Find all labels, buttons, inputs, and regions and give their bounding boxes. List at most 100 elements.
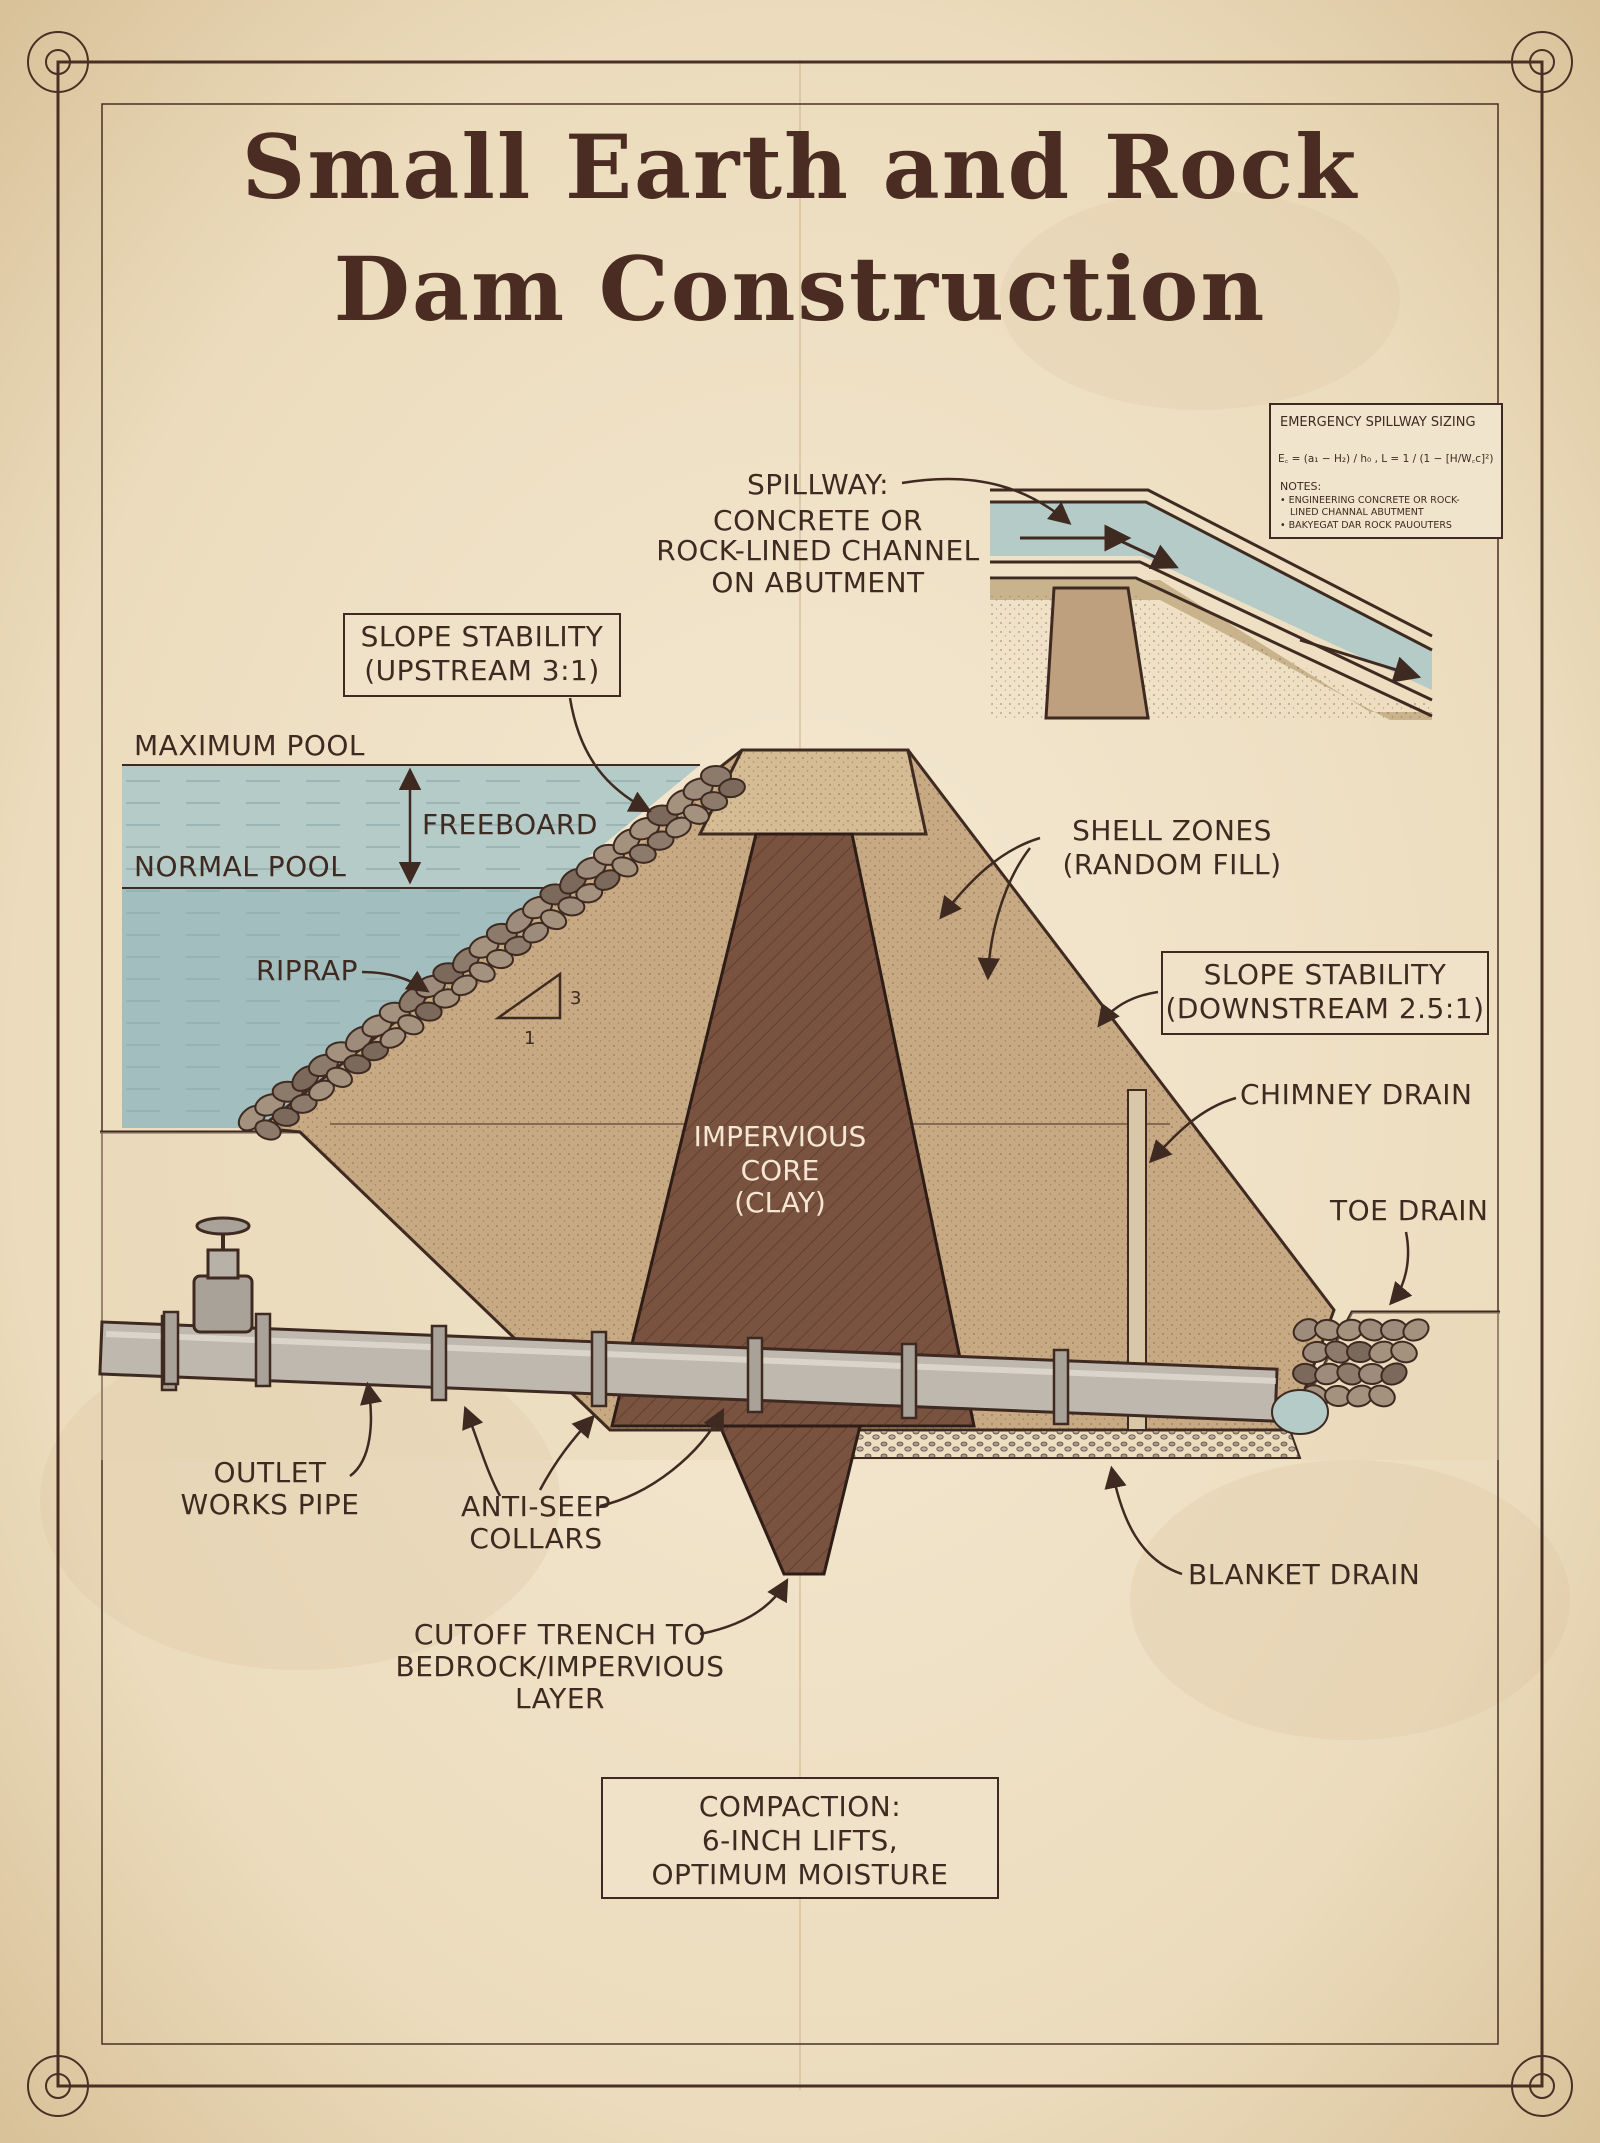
rock	[343, 1054, 372, 1075]
label-spillway-line3: ROCK-LINED CHANNEL	[656, 534, 979, 567]
label-outlet-line2: WORKS PIPE	[181, 1488, 360, 1521]
title-line-2: Dam Construction	[334, 237, 1267, 341]
anti-seep-collar	[1052, 1348, 1070, 1426]
spillway-sizing-notes-heading: NOTES:	[1280, 480, 1321, 493]
rock	[325, 1066, 353, 1088]
label-riprap: RIPRAP	[256, 954, 430, 993]
rock	[557, 896, 586, 917]
rock	[1368, 1384, 1396, 1408]
paper-stain	[40, 1330, 560, 1670]
label-normal-pool: NORMAL POOL	[134, 850, 346, 883]
label-spillway-line2: CONCRETE OR	[713, 504, 923, 537]
anti-seep-collar	[430, 1324, 448, 1402]
riprap-stones	[237, 765, 746, 1141]
outer-border	[56, 60, 1544, 2088]
rock	[575, 883, 604, 904]
spillway-inset	[990, 488, 1433, 720]
rock	[503, 935, 532, 956]
rock	[1380, 1362, 1408, 1386]
ratio-run: 1	[524, 1028, 535, 1049]
label-anti-seep-collars: ANTI-SEEP COLLARS	[461, 1405, 725, 1555]
rock	[611, 856, 639, 878]
anti-seep-collar	[746, 1336, 764, 1414]
label-outlet-pipe: OUTLET WORKS PIPE	[181, 1381, 383, 1521]
spillway-sizing-heading: EMERGENCY SPILLWAY SIZING	[1280, 415, 1476, 430]
label-cutoff-trench: CUTOFF TRENCH TO BEDROCK/IMPERVIOUS LAYE…	[396, 1578, 789, 1715]
anti-seep-collars	[160, 1314, 1070, 1426]
anti-seep-collar	[590, 1330, 608, 1408]
label-slope-upstream-line1: SLOPE STABILITY	[361, 620, 604, 653]
label-spillway: SPILLWAY: CONCRETE OR ROCK-LINED CHANNEL…	[656, 468, 1072, 599]
label-spillway-line1: SPILLWAY:	[747, 468, 889, 501]
label-slope-upstream-line2: (UPSTREAM 3:1)	[364, 654, 600, 687]
label-slope-downstream-line2: (DOWNSTREAM 2.5:1)	[1165, 992, 1484, 1025]
label-blanket-drain-text: BLANKET DRAIN	[1188, 1558, 1420, 1591]
label-anti-seep-line1: ANTI-SEEP	[461, 1490, 611, 1523]
label-slope-downstream-line1: SLOPE STABILITY	[1204, 958, 1447, 991]
rock	[271, 1106, 300, 1127]
rock	[646, 830, 675, 851]
label-impervious-core: IMPERVIOUS CORE (CLAY)	[694, 1120, 867, 1219]
valve	[162, 1216, 272, 1388]
label-maximum-pool: MAXIMUM POOL	[134, 729, 365, 762]
label-blanket-drain: BLANKET DRAIN	[1104, 1465, 1420, 1591]
ratio-rise: 3	[570, 988, 581, 1009]
paper-stain	[1130, 1460, 1570, 1740]
rock	[539, 908, 568, 931]
outlet-discharge	[1271, 1389, 1329, 1435]
label-shell-zones-line2: (RANDOM FILL)	[1063, 848, 1282, 881]
spillway-sizing-box: EMERGENCY SPILLWAY SIZING E꜀ = (a₁ − H₂)…	[1269, 403, 1503, 539]
rock	[414, 1001, 443, 1022]
spillway-sizing-note-1b: LINED CHANNAL ABUTMENT	[1290, 507, 1424, 518]
spillway-sizing-note-2: • BAKYEGAT DAR ROCK PAUOUTERS	[1280, 520, 1452, 531]
label-slope-upstream: SLOPE STABILITY (UPSTREAM 3:1)	[343, 613, 652, 813]
label-core-line2: CORE	[741, 1154, 820, 1187]
label-compaction-line3: OPTIMUM MOISTURE	[652, 1858, 949, 1891]
spillway-sizing-formula: E꜀ = (a₁ − H₂) / h₀ , L = 1 / (1 − [H/W꜀…	[1278, 453, 1493, 465]
rock	[254, 1119, 282, 1141]
label-spillway-line4: ON ABUTMENT	[711, 566, 925, 599]
label-toe-drain: TOE DRAIN	[1329, 1194, 1488, 1306]
label-chimney-drain-text: CHIMNEY DRAIN	[1240, 1078, 1472, 1111]
rock	[628, 843, 657, 864]
rock	[1390, 1340, 1418, 1364]
reservoir	[122, 764, 700, 1128]
label-riprap-text: RIPRAP	[256, 954, 358, 987]
spillway-sizing-note-1a: • ENGINEERING CONCRETE OR ROCK-	[1280, 495, 1460, 506]
label-core-line1: IMPERVIOUS	[694, 1120, 867, 1153]
anti-seep-collar	[900, 1342, 918, 1420]
label-shell-zones: SHELL ZONES (RANDOM FILL)	[939, 814, 1282, 981]
label-shell-zones-line1: SHELL ZONES	[1072, 814, 1272, 847]
label-freeboard: FREEBOARD	[422, 808, 598, 841]
label-chimney-drain: CHIMNEY DRAIN	[1148, 1078, 1472, 1164]
rock	[468, 961, 496, 983]
label-anti-seep-line2: COLLARS	[469, 1522, 602, 1555]
inner-border	[101, 103, 1499, 2045]
slope-ratio-triangle: 3 1	[494, 971, 581, 1049]
rock	[397, 1014, 425, 1036]
title-line-1: Small Earth and Rock	[242, 115, 1358, 219]
paper-stain	[1000, 190, 1400, 410]
outlet-works-pipe	[98, 1320, 1279, 1423]
label-cutoff-line1: CUTOFF TRENCH TO	[414, 1618, 706, 1651]
label-core-line3: (CLAY)	[734, 1186, 826, 1219]
blanket-drain	[833, 1429, 1302, 1459]
compaction-box: COMPACTION: 6-INCH LIFTS, OPTIMUM MOISTU…	[601, 1777, 999, 1899]
corner-ornaments	[27, 31, 1573, 2117]
rock	[682, 803, 710, 825]
rock	[718, 777, 746, 799]
label-cutoff-line3: LAYER	[515, 1682, 605, 1715]
rock	[432, 988, 461, 1009]
label-slope-downstream: SLOPE STABILITY (DOWNSTREAM 2.5:1)	[1097, 951, 1489, 1035]
label-toe-drain-text: TOE DRAIN	[1329, 1194, 1488, 1227]
rock	[700, 791, 729, 812]
label-compaction-line2: 6-INCH LIFTS,	[702, 1824, 898, 1857]
freeboard-dimension: FREEBOARD	[398, 767, 598, 885]
label-outlet-line1: OUTLET	[213, 1456, 326, 1489]
rock	[1402, 1318, 1430, 1342]
spillway-channel-water	[990, 502, 1432, 690]
rock	[361, 1040, 389, 1062]
label-cutoff-line2: BEDROCK/IMPERVIOUS	[396, 1650, 725, 1683]
rock	[289, 1093, 318, 1114]
